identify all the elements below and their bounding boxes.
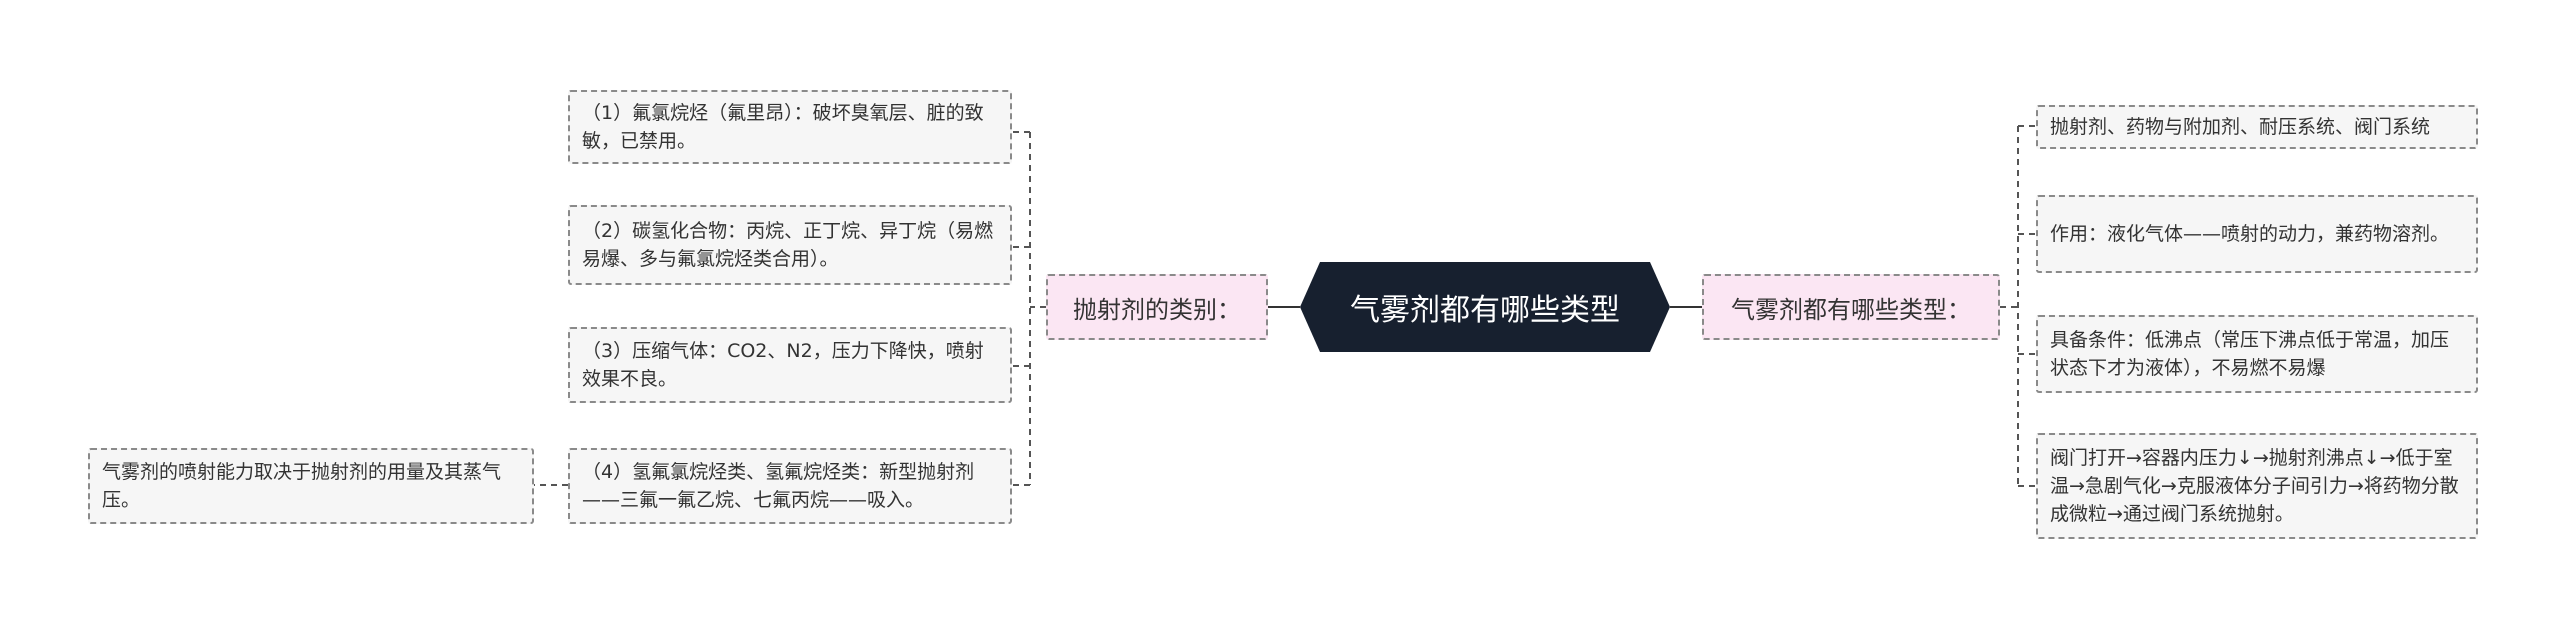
leaf-text: （1）氟氯烷烃（氟里昂）：破坏臭氧层、脏的致敏，已禁用。: [582, 102, 984, 152]
leaf-text: （4）氢氟氯烷烃类、氢氟烷烃类：新型抛射剂——三氟一氟乙烷、七氟丙烷——吸入。: [582, 461, 975, 511]
connector-right-trunk: [2000, 126, 2019, 486]
leaf-left-2[interactable]: （2）碳氢化合物：丙烷、正丁烷、异丁烷（易燃易爆、多与氟氯烷烃类合用）。: [568, 205, 1012, 285]
leaf-left-3[interactable]: （3）压缩气体：CO2、N2，压力下降快，喷射效果不良。: [568, 327, 1012, 403]
leaf-text: （2）碳氢化合物：丙烷、正丁烷、异丁烷（易燃易爆、多与氟氯烷烃类合用）。: [582, 220, 994, 270]
leaf-left-4[interactable]: （4）氢氟氯烷烃类、氢氟烷烃类：新型抛射剂——三氟一氟乙烷、七氟丙烷——吸入。: [568, 448, 1012, 524]
central-topic[interactable]: 气雾剂都有哪些类型: [1300, 262, 1670, 352]
branch-propellant-types[interactable]: 抛射剂的类别：: [1046, 274, 1268, 340]
leaf-text: 抛射剂、药物与附加剂、耐压系统、阀门系统: [2050, 116, 2431, 138]
leaf-left-1[interactable]: （1）氟氯烷烃（氟里昂）：破坏臭氧层、脏的致敏，已禁用。: [568, 90, 1012, 164]
leaf-text: （3）压缩气体：CO2、N2，压力下降快，喷射效果不良。: [582, 340, 984, 390]
leaf-text: 具备条件：低沸点（常压下沸点低于常温，加压状态下才为液体），不易燃不易爆: [2050, 329, 2450, 379]
leaf-left-4-sub[interactable]: 气雾剂的喷射能力取决于抛射剂的用量及其蒸气压。: [88, 448, 534, 524]
branch-label: 气雾剂都有哪些类型：: [1731, 295, 1971, 324]
central-topic-title: 气雾剂都有哪些类型: [1350, 293, 1620, 328]
leaf-right-2[interactable]: 作用：液化气体——喷射的动力，兼药物溶剂。: [2036, 195, 2478, 273]
leaf-right-1[interactable]: 抛射剂、药物与附加剂、耐压系统、阀门系统: [2036, 105, 2478, 149]
leaf-right-3[interactable]: 具备条件：低沸点（常压下沸点低于常温，加压状态下才为液体），不易燃不易爆: [2036, 315, 2478, 393]
branch-label: 抛射剂的类别：: [1073, 295, 1241, 324]
connector-left-trunk: [1029, 132, 1046, 485]
leaf-right-4[interactable]: 阀门打开→容器内压力↓→抛射剂沸点↓→低于室温→急剧气化→克服液体分子间引力→将…: [2036, 433, 2478, 539]
leaf-text: 气雾剂的喷射能力取决于抛射剂的用量及其蒸气压。: [102, 461, 502, 511]
branch-aerosol-types[interactable]: 气雾剂都有哪些类型：: [1702, 274, 2000, 340]
leaf-text: 作用：液化气体——喷射的动力，兼药物溶剂。: [2050, 223, 2450, 245]
leaf-text: 阀门打开→容器内压力↓→抛射剂沸点↓→低于室温→急剧气化→克服液体分子间引力→将…: [2050, 447, 2459, 525]
